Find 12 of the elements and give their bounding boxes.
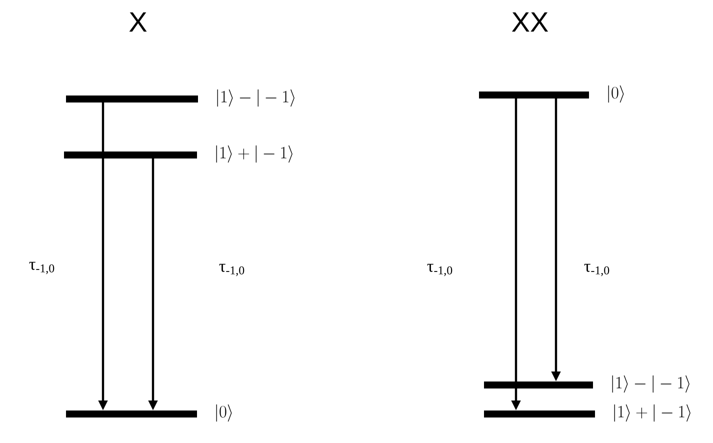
state-label: $|1\rangle + |-1\rangle$	[614, 404, 690, 422]
state-label: $|1\rangle + |-1\rangle$	[216, 145, 292, 163]
edge-label: τ$_{-1,0}$	[218, 262, 246, 278]
state-label: $|0\rangle$	[608, 85, 624, 103]
edge-label: τ$_{-1,0}$	[582, 262, 612, 278]
state-label: $|0\rangle$	[216, 404, 232, 422]
edge-label: τ$_{-1,0}$	[28, 260, 56, 276]
edge-label: τ$_{-1,0}$	[426, 262, 454, 278]
diagram-heading: X	[129, 12, 147, 32]
state-label: $|1\rangle - |-1\rangle$	[217, 89, 294, 107]
state-label: $|1\rangle - |-1\rangle$	[612, 375, 690, 393]
diagram-heading: XX	[512, 12, 548, 32]
